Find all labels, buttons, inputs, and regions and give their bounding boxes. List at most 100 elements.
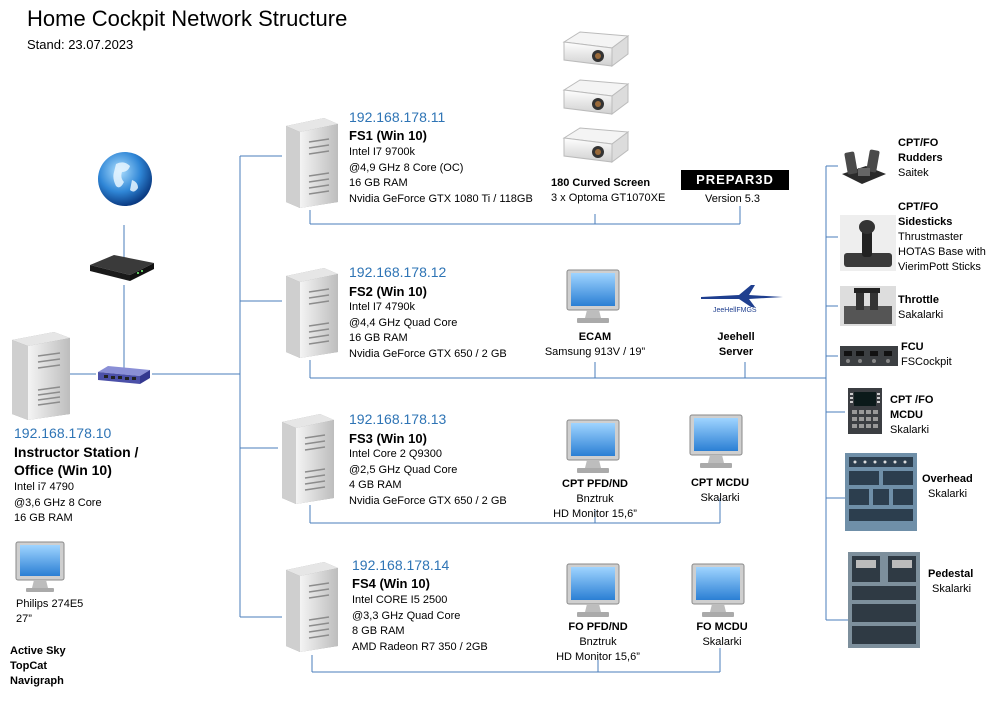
- screen-projectors: 3 x Optoma GT1070XE: [551, 192, 666, 204]
- software-navigraph: Navigraph: [10, 675, 64, 687]
- rudders-title2: Rudders: [898, 152, 943, 164]
- fs4-cpu: Intel CORE I5 2500: [352, 594, 448, 606]
- globe-icon: [98, 152, 152, 206]
- fs3-specs: Intel Core 2 Q9300 @2,5 GHz Quad Core 4 …: [349, 447, 507, 509]
- fs2-specs: Intel I7 4790k @4,4 GHz Quad Core 16 GB …: [349, 300, 507, 362]
- ecam-model: Samsung 913V / 19”: [544, 346, 646, 358]
- fs2-ip: 192.168.178.12: [349, 264, 447, 280]
- prepar3d-logo: PREPAR3D: [681, 170, 789, 190]
- instructor-ip: 192.168.178.10: [14, 425, 112, 441]
- mcdu-title1: CPT /FO: [890, 394, 934, 406]
- fs4-clock: @3,3 GHz Quad Core: [352, 609, 461, 622]
- pedestal-vendor: Skalarki: [932, 583, 972, 595]
- cpt-pfd-vendor: Bnztruk: [576, 493, 614, 505]
- instructor-cpu: Intel i7 4790: [14, 481, 74, 493]
- ecam-label: ECAM Samsung 913V / 19”: [530, 330, 660, 360]
- cpt-pfd-title: CPT PFD/ND: [562, 478, 628, 490]
- fs2-ram: 16 GB RAM: [349, 332, 408, 344]
- cpt-mcdu-monitor-icon: [689, 414, 743, 468]
- fs4-pc-icon: [286, 562, 338, 652]
- fs3-gpu: Nvidia GeForce GTX 650 / 2 GB: [349, 494, 507, 507]
- fs2-clock: @4,4 GHz Quad Core: [349, 316, 458, 329]
- instructor-software: Active Sky TopCat Navigraph: [10, 644, 66, 689]
- overhead-vendor: Skalarki: [928, 488, 968, 500]
- instructor-monitor-label: Philips 274E5 27”: [16, 597, 83, 627]
- fcu-title: FCU: [901, 341, 924, 353]
- sidesticks-title1: CPT/FO: [898, 201, 939, 213]
- jeehell-label: Jeehell Server: [700, 330, 772, 360]
- jeehell-logo-text: JeeHellFMGS: [713, 307, 757, 314]
- fs1-ram: 16 GB RAM: [349, 177, 408, 189]
- fs1-gpu: Nvidia GeForce GTX 1080 Ti / 118GB: [349, 192, 533, 205]
- instructor-monitor-size: 27”: [16, 613, 32, 625]
- cpt-pfd-monitor-icon: [566, 419, 620, 473]
- fcu-label: FCU FSCockpit: [901, 340, 952, 370]
- software-active-sky: Active Sky: [10, 645, 66, 657]
- cpt-mcdu-vendor: Skalarki: [700, 492, 740, 504]
- fcu-icon: [840, 346, 898, 366]
- fo-pfd-title: FO PFD/ND: [568, 621, 628, 633]
- rudders-label: CPT/FO Rudders Saitek: [898, 136, 943, 181]
- fs3-name: FS3 (Win 10): [349, 431, 427, 446]
- overhead-label: Overhead Skalarki: [922, 472, 973, 502]
- fo-pfd-monitor: HD Monitor 15,6”: [556, 651, 640, 663]
- instructor-monitor-icon: [15, 541, 65, 592]
- sidesticks-title2: Sidesticks: [898, 216, 953, 228]
- throttle-title: Throttle: [898, 294, 939, 306]
- fs1-ip: 192.168.178.11: [349, 109, 446, 125]
- fo-pfd-vendor: Bnztruk: [579, 636, 617, 648]
- network-switch-icon: [98, 366, 150, 384]
- cpt-pfd-label: CPT PFD/ND Bnztruk HD Monitor 15,6”: [540, 477, 650, 522]
- overhead-title: Overhead: [922, 473, 973, 485]
- pedestal-panel-icon: [848, 552, 920, 648]
- page-title: Home Cockpit Network Structure: [27, 6, 348, 31]
- ecam-monitor-icon: [566, 269, 620, 323]
- fo-mcdu-label: FO MCDU Skalarki: [672, 620, 772, 650]
- fs3-ram: 4 GB RAM: [349, 479, 402, 491]
- jeehell-plane-icon: [701, 285, 783, 307]
- software-topcat: TopCat: [10, 660, 48, 672]
- instructor-name-line2: Office (Win 10): [14, 462, 112, 478]
- fs1-specs: Intel I7 9700k @4,9 GHz 8 Core (OC) 16 G…: [349, 145, 533, 207]
- router-icon: [90, 255, 154, 281]
- fs2-name: FS2 (Win 10): [349, 284, 427, 299]
- fs4-specs: Intel CORE I5 2500 @3,3 GHz Quad Core 8 …: [352, 593, 488, 655]
- fo-mcdu-vendor: Skalarki: [702, 636, 742, 648]
- fo-mcdu-title: FO MCDU: [696, 621, 748, 633]
- cpt-pfd-monitor: HD Monitor 15,6”: [553, 508, 637, 520]
- pedestal-label: Pedestal Skalarki: [928, 567, 973, 597]
- fo-mcdu-monitor-icon: [691, 563, 745, 617]
- fo-pfd-monitor-icon: [566, 563, 620, 617]
- pedestal-title: Pedestal: [928, 568, 974, 580]
- rudder-pedals-icon: [842, 149, 886, 184]
- throttle-vendor: Sakalarki: [898, 309, 944, 321]
- sidesticks-label: CPT/FO Sidesticks Thrustmaster HOTAS Bas…: [898, 200, 986, 275]
- instructor-monitor-model: Philips 274E5: [16, 598, 84, 610]
- ecam-title: ECAM: [578, 331, 612, 343]
- fs3-pc-icon: [282, 414, 334, 504]
- sidesticks-detail2: VierimPott Sticks: [898, 261, 981, 273]
- overhead-panel-icon: [845, 453, 917, 531]
- fcu-vendor: FSCockpit: [901, 356, 952, 368]
- mcdu-vendor: Skalarki: [890, 424, 930, 436]
- mcdu-icon: [848, 388, 882, 434]
- fs2-cpu: Intel I7 4790k: [349, 301, 416, 313]
- page-date: Stand: 23.07.2023: [27, 37, 134, 52]
- prepar3d-version: Version 5.3: [705, 193, 761, 205]
- sidestick-icon: [840, 215, 896, 271]
- jeehell-server: Server: [718, 346, 754, 358]
- fs4-ram: 8 GB RAM: [352, 625, 405, 637]
- instructor-name-line1: Instructor Station /: [14, 444, 139, 460]
- cpt-mcdu-label: CPT MCDU Skalarki: [670, 476, 770, 506]
- fs4-name: FS4 (Win 10): [352, 576, 430, 591]
- fs3-cpu: Intel Core 2 Q9300: [349, 448, 442, 460]
- screen-label: 180 Curved Screen 3 x Optoma GT1070XE: [551, 176, 665, 206]
- sidesticks-vendor: Thrustmaster: [898, 231, 963, 243]
- instructor-specs: Intel i7 4790 @3,6 GHz 8 Core 16 GB RAM: [14, 480, 102, 527]
- instructor-clock: @3,6 GHz 8 Core: [14, 496, 102, 509]
- rudders-title1: CPT/FO: [898, 137, 939, 149]
- fs1-cpu: Intel I7 9700k: [349, 146, 416, 158]
- throttle-icon: [840, 286, 896, 326]
- instructor-pc-icon: [12, 332, 70, 420]
